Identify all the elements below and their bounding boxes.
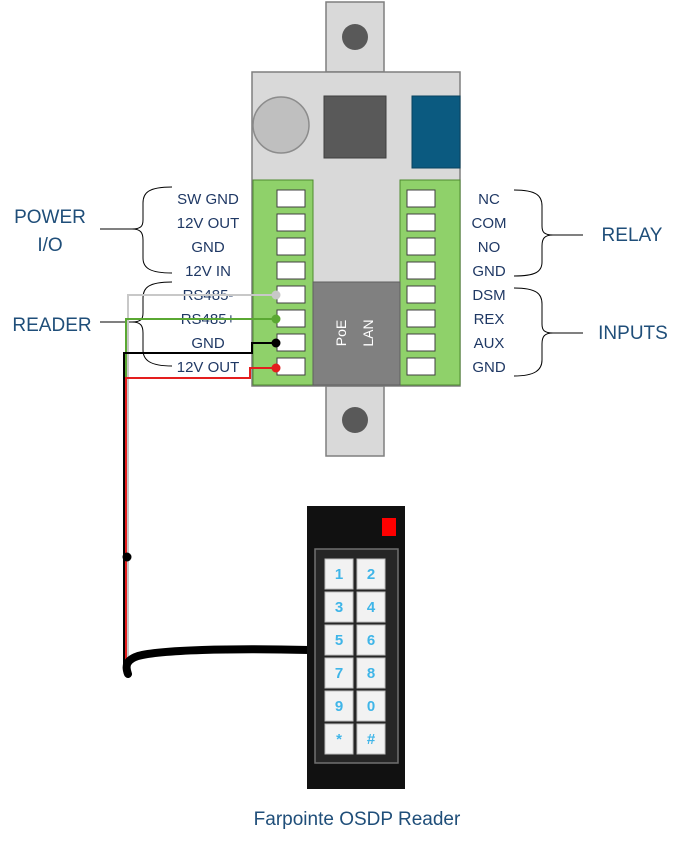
left-terminal-label: 12V OUT xyxy=(177,215,240,232)
reader-caption: Farpointe OSDP Reader xyxy=(254,809,461,830)
left-terminal-block xyxy=(252,179,314,386)
right-terminal-label: NC xyxy=(478,191,500,208)
keypad-key xyxy=(356,657,386,689)
wire-red-12v-out xyxy=(125,367,276,668)
left-terminal-slot xyxy=(276,213,306,232)
right-terminal-slot xyxy=(406,261,436,280)
right-terminal-slots xyxy=(406,189,436,376)
mounting-hole-top xyxy=(342,24,368,50)
keypad-key xyxy=(356,591,386,623)
keypad: 1 2 3 4 5 6 7 8 9 0 * # xyxy=(324,558,386,755)
poe-lan-port xyxy=(312,281,401,386)
keypad-key-label: * xyxy=(336,731,342,748)
right-terminal-slot xyxy=(406,285,436,304)
port-label-lan: LAN xyxy=(360,319,376,346)
left-terminal-label: GND xyxy=(191,239,225,256)
keypad-key-label: 3 xyxy=(335,599,343,616)
keypad-key-label: 9 xyxy=(335,698,343,715)
keypad-key-label: 7 xyxy=(335,665,343,682)
blue-component xyxy=(411,95,461,169)
left-terminal-slots xyxy=(276,189,306,376)
keypad-key-label: 5 xyxy=(335,632,343,649)
keypad-key xyxy=(356,690,386,722)
keypad-key xyxy=(324,558,354,590)
left-terminal-label: 12V IN xyxy=(185,263,231,280)
right-terminal-label: COM xyxy=(472,215,507,232)
right-terminal-slot xyxy=(406,213,436,232)
keypad-key-label: 1 xyxy=(335,566,343,583)
left-terminal-slot xyxy=(276,309,306,328)
group-label-reader: READER xyxy=(12,315,91,336)
left-terminal-slot xyxy=(276,357,306,376)
group-label-inputs: INPUTS xyxy=(598,323,668,344)
keypad-key xyxy=(356,558,386,590)
right-terminal-label: NO xyxy=(478,239,501,256)
terminal-dot-black xyxy=(271,338,281,348)
keypad-key xyxy=(324,624,354,656)
left-terminal-slot xyxy=(276,237,306,256)
keypad-key-label: 2 xyxy=(367,566,375,583)
keypad-key-label: 4 xyxy=(367,599,376,616)
reader-led xyxy=(382,518,396,536)
keypad-key xyxy=(324,657,354,689)
round-component xyxy=(252,96,310,154)
wire-junction-dot xyxy=(122,552,132,562)
mounting-hole-bottom xyxy=(342,407,368,433)
right-terminal-slot xyxy=(406,309,436,328)
right-terminal-slot xyxy=(406,357,436,376)
terminal-dot-red xyxy=(271,363,281,373)
right-terminal-label: GND xyxy=(472,359,506,376)
power-io-brace xyxy=(131,186,173,274)
keypad-key-label: 6 xyxy=(367,632,375,649)
group-label-power: POWER xyxy=(14,207,86,228)
left-terminal-slot xyxy=(276,285,306,304)
group-label-io: I/O xyxy=(37,235,62,256)
left-terminal-label: GND xyxy=(191,335,225,352)
right-terminal-label: GND xyxy=(472,263,506,280)
left-terminal-label: SW GND xyxy=(177,191,239,208)
inputs-brace xyxy=(513,287,554,377)
right-terminal-label: DSM xyxy=(472,287,505,304)
keypad-key-label: 8 xyxy=(367,665,375,682)
port-label-poe: PoE xyxy=(333,320,349,346)
left-terminal-slot xyxy=(276,189,306,208)
dark-component xyxy=(323,95,387,159)
keypad-key xyxy=(356,624,386,656)
right-terminal-label: AUX xyxy=(474,335,505,352)
keypad-key xyxy=(324,690,354,722)
right-terminal-slot xyxy=(406,189,436,208)
right-terminal-block xyxy=(399,179,461,386)
left-terminal-slot xyxy=(276,333,306,352)
keypad-key-label: # xyxy=(367,731,376,748)
reader-cable xyxy=(122,645,313,678)
right-terminal-label: REX xyxy=(474,311,505,328)
keypad-key xyxy=(356,723,386,755)
group-label-relay: RELAY xyxy=(602,225,663,246)
terminal-dot-green xyxy=(271,314,281,324)
right-terminal-slot xyxy=(406,333,436,352)
left-terminal-slot xyxy=(276,261,306,280)
keypad-key xyxy=(324,723,354,755)
right-terminal-slot xyxy=(406,237,436,256)
relay-brace xyxy=(513,189,554,277)
wire-gray-rs485-minus xyxy=(127,294,276,668)
wire-black-gnd xyxy=(123,342,276,668)
keypad-key xyxy=(324,591,354,623)
right-terminal-labels: NC COM NO GND DSM REX AUX GND xyxy=(472,191,507,376)
left-terminal-label: 12V OUT xyxy=(177,359,240,376)
terminal-dot-gray xyxy=(271,290,281,300)
keypad-key-label: 0 xyxy=(367,698,375,715)
